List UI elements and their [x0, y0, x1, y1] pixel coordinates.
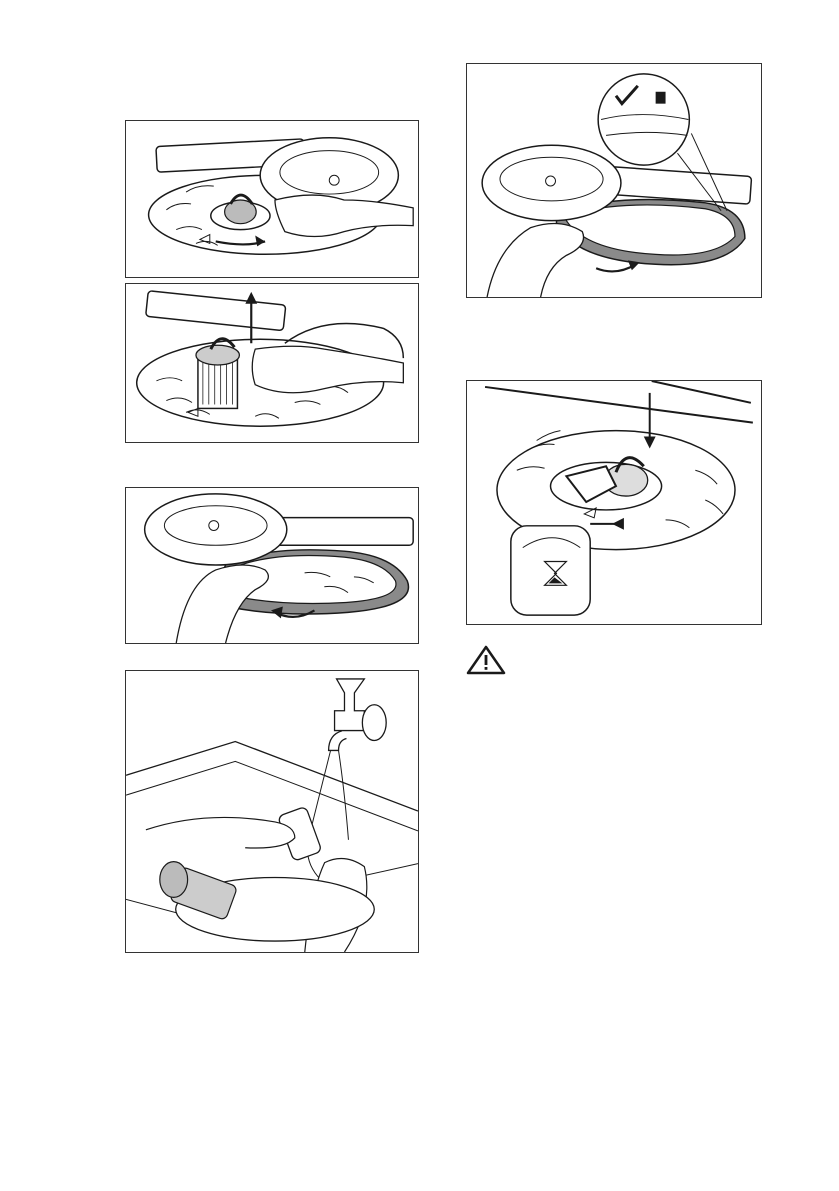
filter-lift-out-icon: [126, 284, 418, 442]
figure-filter-lock: [466, 380, 762, 625]
flat-filter-reinsert-check-icon: [467, 64, 761, 297]
figure-flat-filter-remove: [125, 487, 419, 644]
warning-triangle-icon: [466, 645, 506, 675]
filter-unlock-turn-icon: [126, 121, 418, 277]
rinse-filter-under-tap-icon: [126, 671, 418, 952]
figure-rinse-filter: [125, 670, 419, 953]
warning-area: [466, 645, 506, 675]
flat-filter-remove-icon: [126, 488, 418, 643]
figure-flat-filter-reinsert: [466, 63, 762, 298]
figure-filter-unlock: [125, 120, 419, 278]
filter-lock-turn-icon: [467, 381, 761, 624]
figure-filter-lift-out: [125, 283, 419, 443]
